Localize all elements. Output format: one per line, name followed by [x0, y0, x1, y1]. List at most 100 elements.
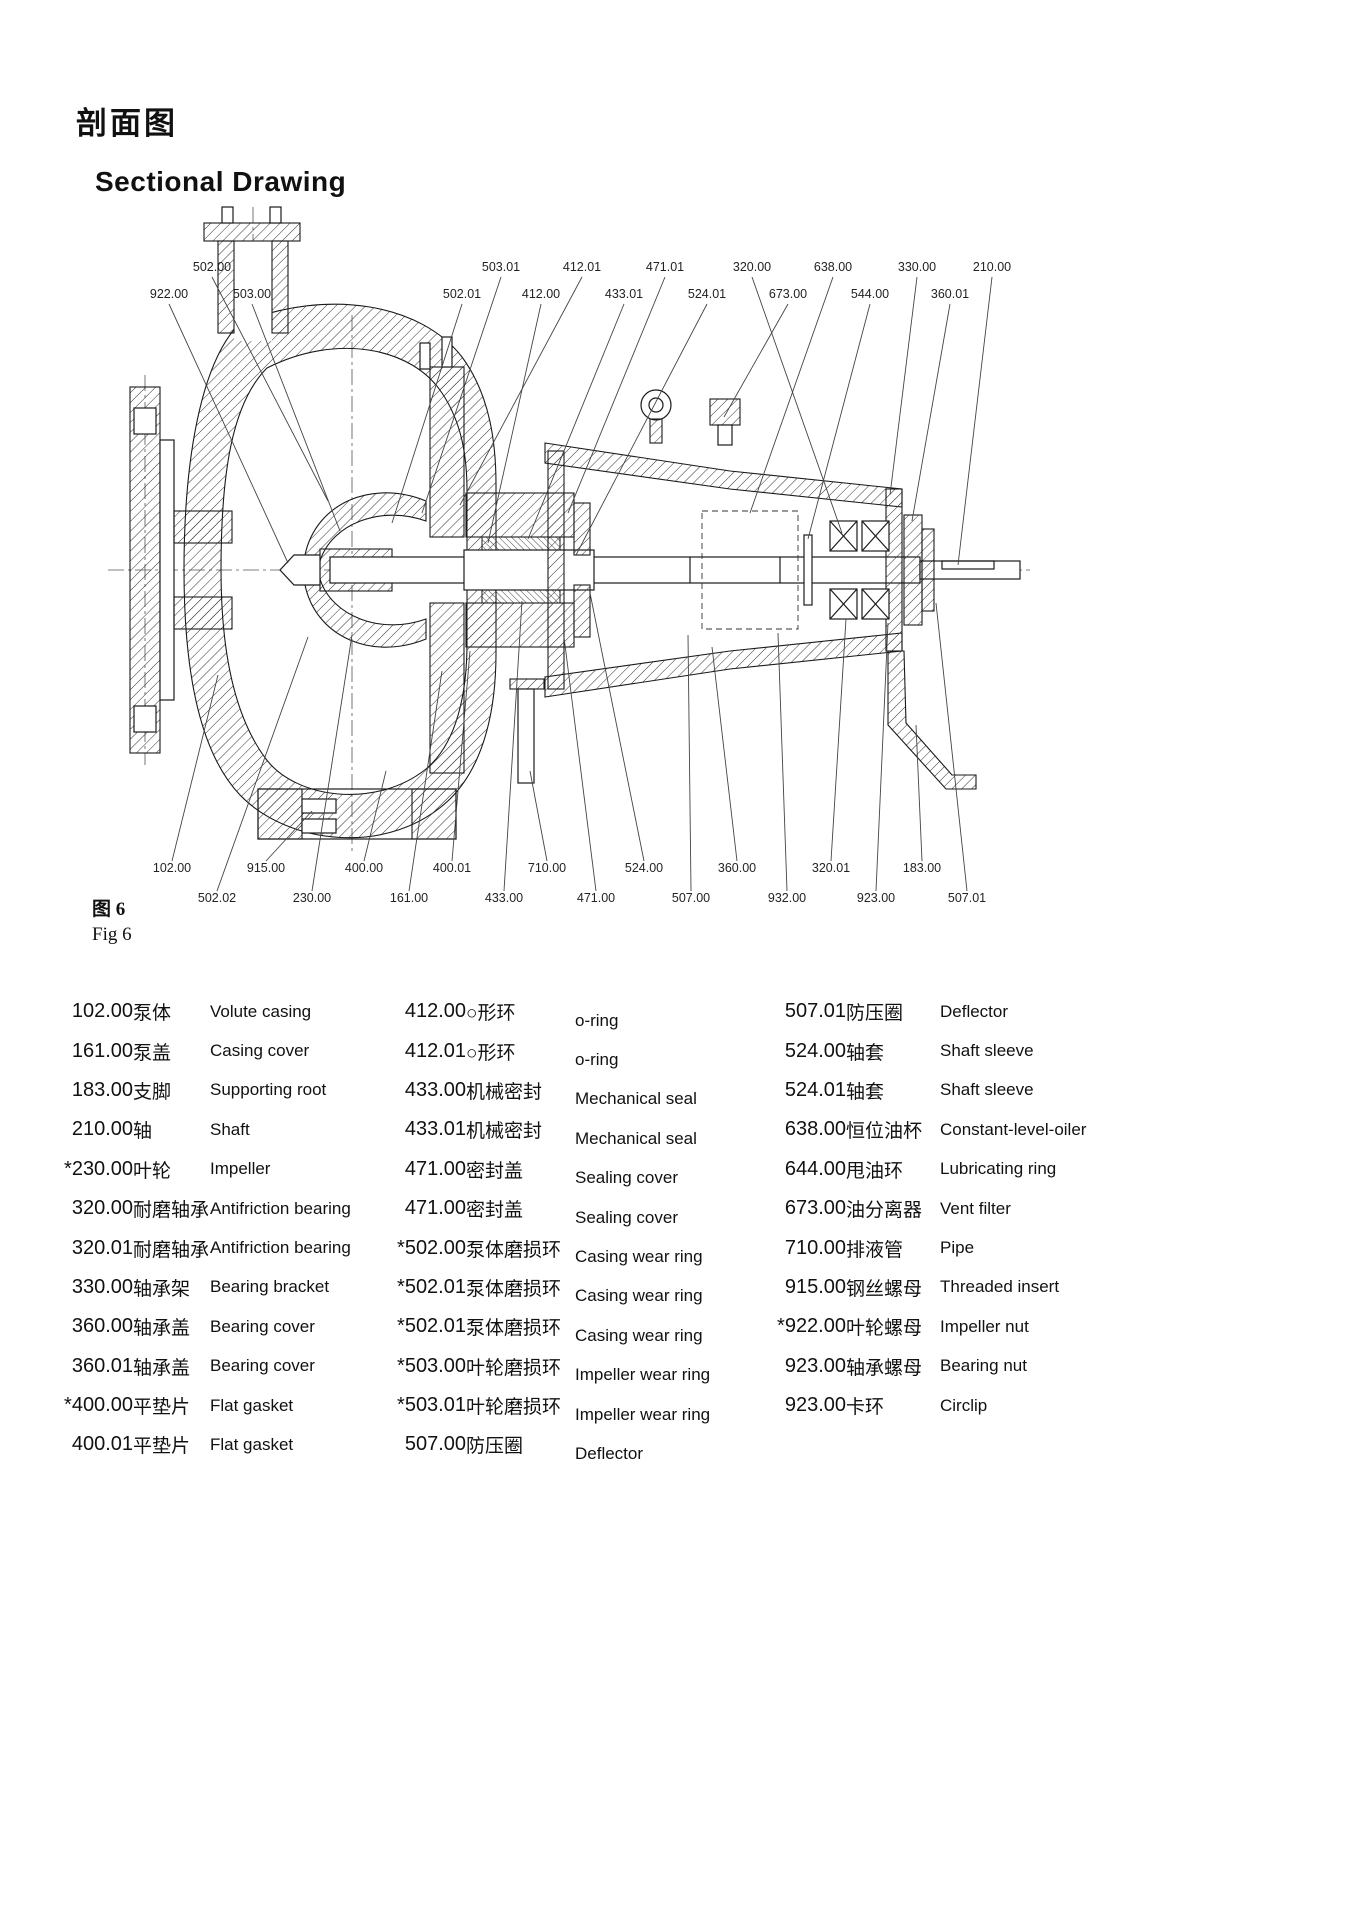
part-number: 471.00 — [404, 1157, 466, 1180]
part-name-cn: 防压圈 — [846, 1003, 904, 1025]
part-name-cn: 轴承盖 — [133, 1357, 191, 1379]
part-callout: 932.00 — [768, 891, 806, 905]
drain-pipe — [509, 678, 545, 784]
shaft-sleeve — [463, 549, 595, 591]
part-name-en: Sealing cover — [575, 1207, 679, 1227]
part-callout: 400.01 — [433, 861, 471, 875]
part-name-cn: 甩油环 — [846, 1160, 904, 1182]
part-name-en: o-ring — [575, 1050, 619, 1070]
part-name-en: Mechanical seal — [575, 1089, 697, 1109]
part-callout: 433.00 — [485, 891, 523, 905]
part-name-cn: 耐磨轴承 — [133, 1239, 210, 1261]
part-name-cn: 支脚 — [133, 1081, 172, 1103]
part-name-en: Bearing cover — [210, 1356, 315, 1376]
part-number: 320.01 — [71, 1236, 133, 1259]
part-name-cn: 防压圈 — [466, 1436, 524, 1458]
part-callout: 161.00 — [390, 891, 428, 905]
part-name-cn: 轴套 — [846, 1042, 885, 1064]
part-number: 330.00 — [71, 1275, 133, 1298]
part-number: 638.00 — [784, 1118, 846, 1141]
part-name-en: Impeller wear ring — [575, 1365, 711, 1385]
part-name-cn: 泵体磨损环 — [466, 1278, 562, 1300]
part-name-cn: 密封盖 — [466, 1200, 524, 1222]
part-name-en: Antifriction bearing — [210, 1238, 351, 1258]
part-callout: 507.01 — [948, 891, 986, 905]
part-name-cn: ○形环 — [466, 1042, 516, 1064]
part-name-en: Sealing cover — [575, 1168, 679, 1188]
part-number: 412.01 — [404, 1039, 466, 1062]
callout-labels: 502.00 503.01 412.01 471.01 320.00 638.0… — [150, 260, 1011, 905]
part-name-cn: 泵体磨损环 — [466, 1239, 562, 1261]
part-callout: 710.00 — [528, 861, 566, 875]
part-callout: 923.00 — [857, 891, 895, 905]
part-name-cn: 叶轮 — [133, 1160, 172, 1182]
part-name-cn: 轴套 — [846, 1081, 885, 1103]
part-name-en: o-ring — [575, 1010, 619, 1030]
part-callout: 502.01 — [443, 287, 481, 301]
part-number: 915.00 — [784, 1275, 846, 1298]
part-number: 360.01 — [71, 1354, 133, 1377]
part-number: 471.00 — [404, 1197, 466, 1220]
part-number: *502.01 — [397, 1315, 466, 1338]
part-callout: 183.00 — [903, 861, 941, 875]
part-number: 507.01 — [784, 1000, 846, 1023]
part-callout: 320.01 — [812, 861, 850, 875]
part-number: *922.00 — [777, 1315, 846, 1338]
support-foot — [887, 650, 977, 790]
part-number: 433.01 — [404, 1118, 466, 1141]
part-name-en: Casing cover — [210, 1041, 310, 1061]
part-number: *230.00 — [64, 1157, 133, 1180]
part-name-cn: 叶轮磨损环 — [466, 1397, 562, 1419]
part-number: 923.00 — [784, 1354, 846, 1377]
part-name-cn: 恒位油杯 — [846, 1121, 923, 1143]
lifting-eye — [640, 389, 672, 444]
part-callout: 320.00 — [733, 260, 771, 274]
bearings — [829, 520, 890, 620]
part-name-en: Supporting root — [210, 1080, 327, 1100]
part-name-cn: 排液管 — [846, 1239, 904, 1261]
part-name-en: Shaft sleeve — [940, 1041, 1034, 1061]
part-callout: 638.00 — [814, 260, 852, 274]
part-number: 320.00 — [71, 1197, 133, 1220]
part-callout: 400.00 — [345, 861, 383, 875]
shaft — [329, 556, 1021, 584]
part-name-cn: 钢丝螺母 — [846, 1278, 923, 1300]
part-callout: 503.00 — [233, 287, 271, 301]
part-number: 644.00 — [784, 1157, 846, 1180]
part-name-cn: 泵体磨损环 — [466, 1318, 562, 1340]
part-name-en: Volute casing — [210, 1001, 312, 1021]
part-number: *502.00 — [397, 1236, 466, 1259]
part-name-en: Shaft sleeve — [940, 1080, 1034, 1100]
part-name-en: Casing wear ring — [575, 1286, 703, 1306]
part-name-cn: 轴承盖 — [133, 1318, 191, 1340]
part-callout: 412.00 — [522, 287, 560, 301]
part-callout: 544.00 — [851, 287, 889, 301]
part-callout: 360.00 — [718, 861, 756, 875]
part-callout: 915.00 — [247, 861, 285, 875]
part-callout: 360.01 — [931, 287, 969, 301]
part-callout: 673.00 — [769, 287, 807, 301]
part-name-en: Deflector — [575, 1443, 644, 1463]
figure-caption-cn: 图 6 — [92, 899, 126, 920]
page-title-cn: 剖面图 — [76, 106, 178, 141]
part-callout: 471.01 — [646, 260, 684, 274]
